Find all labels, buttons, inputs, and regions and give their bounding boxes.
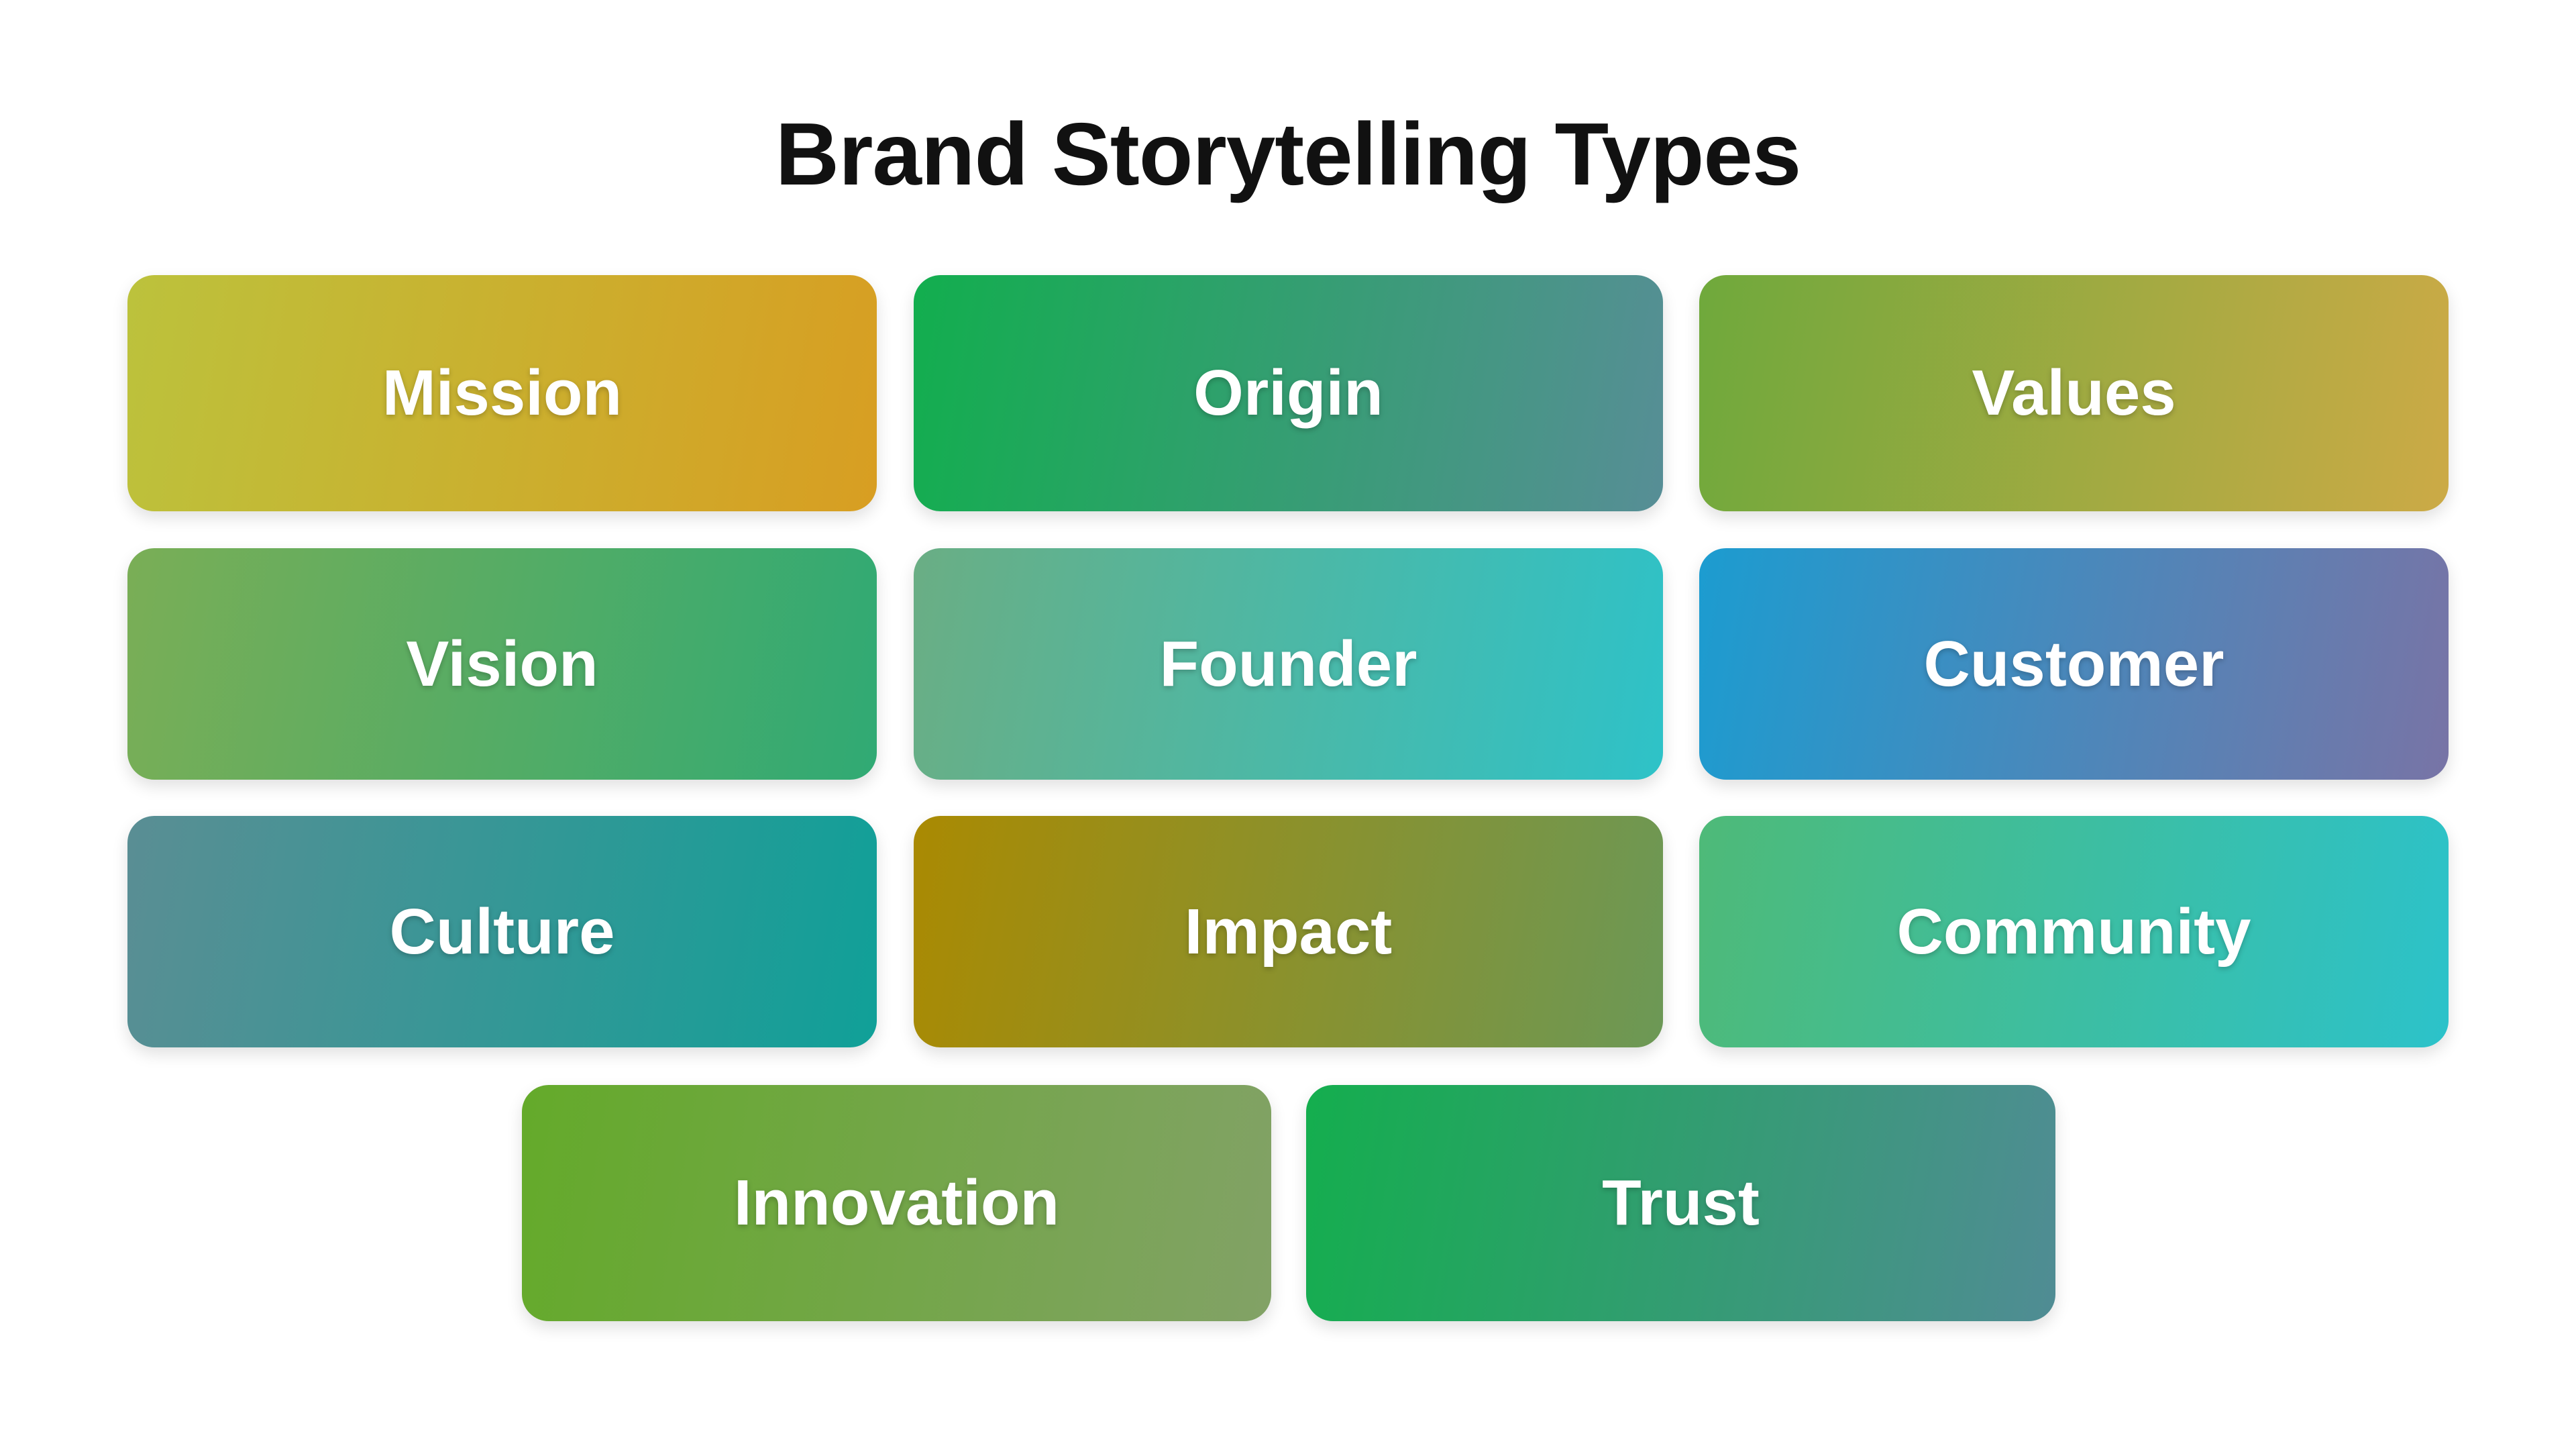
card-label: Founder (1159, 627, 1417, 700)
card-community: Community (1699, 816, 2449, 1047)
card-label: Community (1896, 895, 2251, 968)
card-label: Culture (389, 895, 615, 968)
card-innovation: Innovation (522, 1085, 1271, 1321)
card-label: Origin (1193, 357, 1383, 429)
card-mission: Mission (127, 275, 877, 511)
card-label: Customer (1923, 627, 2224, 700)
card-trust: Trust (1306, 1085, 2055, 1321)
card-vision: Vision (127, 548, 877, 780)
card-origin: Origin (914, 275, 1663, 511)
card-label: Values (1972, 357, 2176, 429)
card-label: Innovation (733, 1167, 1060, 1239)
card-label: Mission (382, 357, 623, 429)
card-impact: Impact (914, 816, 1663, 1047)
card-label: Trust (1602, 1167, 1760, 1239)
card-label: Vision (406, 627, 598, 700)
card-label: Impact (1184, 895, 1393, 968)
card-culture: Culture (127, 816, 877, 1047)
card-founder: Founder (914, 548, 1663, 780)
card-values: Values (1699, 275, 2449, 511)
diagram-title: Brand Storytelling Types (775, 105, 1801, 203)
card-customer: Customer (1699, 548, 2449, 780)
